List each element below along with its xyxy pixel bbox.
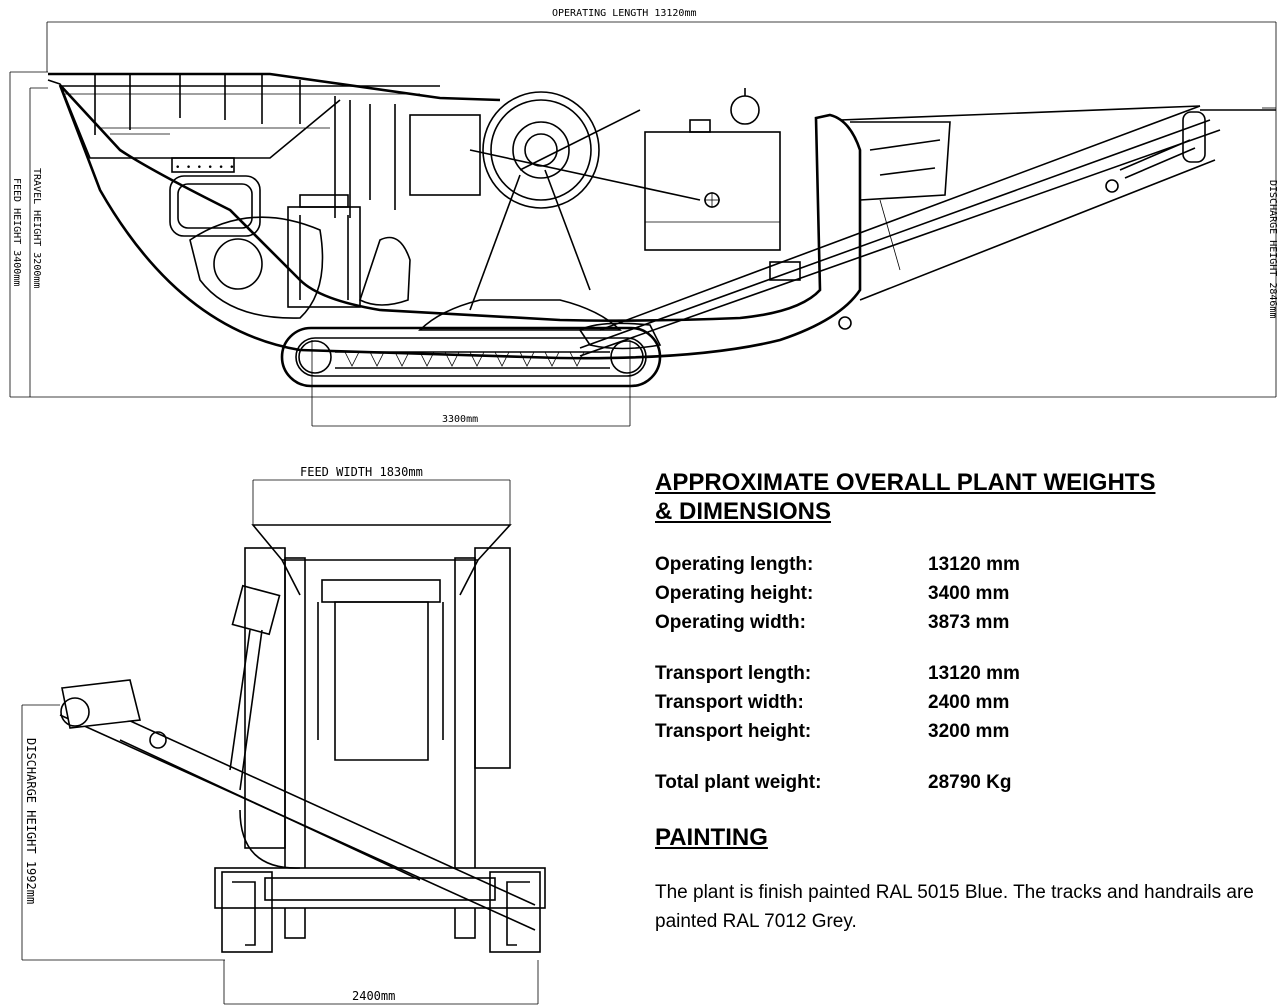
chassis — [58, 84, 862, 360]
track-length-dimension: 3300mm — [311, 340, 631, 427]
operating-length-label: OPERATING LENGTH 13120mm — [552, 8, 697, 19]
feed-width-label: FEED WIDTH 1830mm — [300, 465, 423, 479]
spec-label: Operating length: — [655, 554, 814, 575]
spec-row: Operating length: 13120 mm — [655, 550, 1280, 579]
painting-heading: PAINTING — [655, 824, 768, 851]
spec-panel: APPROXIMATE OVERALL PLANT WEIGHTS & DIME… — [655, 468, 1280, 936]
operating-length-dimension: OPERATING LENGTH 13120mm — [46, 8, 1277, 108]
end-hopper — [251, 524, 512, 596]
discharge-conveyor — [579, 105, 1276, 357]
weight-specs: Total plant weight: 28790 Kg — [655, 768, 1280, 797]
end-frame — [214, 547, 546, 953]
feed-height-label: FEED HEIGHT 3400mm — [11, 178, 22, 286]
feed-hopper: • • • • • • — [47, 72, 501, 237]
discharge-height-label: DISCHARGE HEIGHT 2846mm — [1267, 180, 1278, 318]
spec-row: Transport length: 13120 mm — [655, 659, 1280, 688]
spec-value: 3873 mm — [928, 612, 1010, 633]
spec-value: 3400 mm — [928, 583, 1010, 604]
transport-specs: Transport length: 13120 mm Transport wid… — [655, 659, 1280, 746]
spec-value: 13120 mm — [928, 554, 1020, 575]
feed-width-dimension: FEED WIDTH 1830mm — [252, 465, 511, 525]
flywheel — [469, 91, 701, 311]
spec-label: Transport height: — [655, 721, 812, 742]
travel-height-label: TRAVEL HEIGHT 3200mm — [31, 168, 42, 288]
spec-row: Transport width: 2400 mm — [655, 688, 1280, 717]
spec-value: 2400 mm — [928, 692, 1010, 713]
jaw-crusher — [287, 114, 622, 331]
engine-housing — [644, 88, 801, 281]
svg-text:• • • • • •: • • • • • • — [175, 163, 235, 173]
track-length-label: 3300mm — [442, 414, 478, 425]
spec-label: Total plant weight: — [655, 772, 822, 793]
spec-row: Operating width: 3873 mm — [655, 608, 1280, 637]
spec-value: 13120 mm — [928, 663, 1020, 684]
side-view-drawing: OPERATING LENGTH 13120mm TRAVEL HEIGHT 3… — [9, 8, 1278, 427]
painting-text: The plant is finish painted RAL 5015 Blu… — [655, 882, 1254, 932]
transport-width-dimension: 2400mm — [223, 960, 539, 1005]
weights-heading-line2: & DIMENSIONS — [655, 498, 832, 525]
spec-label: Operating height: — [655, 583, 814, 604]
crawler-track — [280, 326, 662, 388]
transport-width-label: 2400mm — [352, 989, 395, 1003]
spec-row: Total plant weight: 28790 Kg — [655, 768, 1280, 797]
spec-row: Operating height: 3400 mm — [655, 579, 1280, 608]
spec-value: 3200 mm — [928, 721, 1010, 742]
end-discharge-height-dimension: DISCHARGE HEIGHT 1992mm — [21, 704, 225, 961]
weights-heading-line1: APPROXIMATE OVERALL PLANT WEIGHTS — [655, 469, 1156, 496]
height-dimensions: TRAVEL HEIGHT 3200mm FEED HEIGHT 3400mm … — [9, 71, 1278, 398]
spec-label: Transport length: — [655, 663, 812, 684]
end-view-drawing: FEED WIDTH 1830mm DISCHARGE HEIGHT 1992m… — [21, 465, 546, 1005]
operating-specs: Operating length: 13120 mm Operating hei… — [655, 550, 1280, 637]
spec-value: 28790 Kg — [928, 772, 1012, 793]
spec-row: Transport height: 3200 mm — [655, 717, 1280, 746]
end-discharge-height-label: DISCHARGE HEIGHT 1992mm — [24, 738, 38, 904]
end-conveyor — [59, 584, 536, 931]
spec-label: Transport width: — [655, 692, 804, 713]
weights-heading: APPROXIMATE OVERALL PLANT WEIGHTS & DIME… — [655, 468, 1280, 526]
spec-label: Operating width: — [655, 612, 806, 633]
